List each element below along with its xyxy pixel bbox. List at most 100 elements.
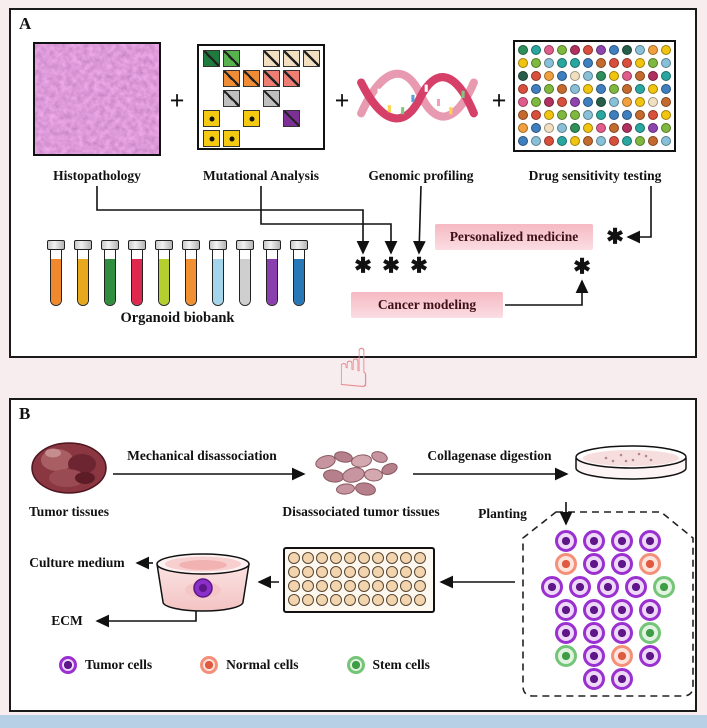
stem-cell [639, 622, 661, 644]
plate-well [386, 552, 398, 564]
tumor-tissue-image [31, 442, 107, 494]
plate-well [635, 110, 645, 120]
plate-well [386, 594, 398, 606]
plate-well [316, 594, 328, 606]
mutation-cell [243, 110, 260, 127]
plate-well [557, 123, 567, 133]
plate-well [635, 136, 645, 146]
plate-well [386, 566, 398, 578]
bottom-scrollbar[interactable] [0, 715, 707, 728]
organoid-tubes [47, 240, 308, 306]
plate-well [557, 97, 567, 107]
plate-well [635, 58, 645, 68]
plate-well [518, 110, 528, 120]
plate-well [583, 110, 593, 120]
mechanical-disassociation-label: Mechanical disassociation [127, 448, 277, 463]
tube-body [212, 250, 224, 306]
tumor-cell [583, 622, 605, 644]
asterisk: ✱ [410, 253, 428, 278]
plate-well [609, 45, 619, 55]
plate-well [635, 123, 645, 133]
plate-well [344, 566, 356, 578]
mutation-cell [223, 70, 240, 87]
tumor-tissues-label: Tumor tissues [29, 504, 109, 519]
stem-cell [653, 576, 675, 598]
tumor-cell [639, 645, 661, 667]
tumor-cell [541, 576, 563, 598]
plate-well [661, 58, 671, 68]
asterisk: ✱ [354, 253, 372, 278]
plate-well [609, 136, 619, 146]
plate-well [544, 58, 554, 68]
plate-well [344, 552, 356, 564]
tumor-cell [583, 553, 605, 575]
plate-well [531, 110, 541, 120]
tube-body [185, 250, 197, 306]
plate-well [358, 580, 370, 592]
plate-well [648, 84, 658, 94]
plate-well [302, 594, 314, 606]
plate-well [596, 58, 606, 68]
tube-cap [182, 240, 200, 250]
plate-well [531, 136, 541, 146]
legend-item-tumor: Tumor cells [59, 656, 152, 674]
plate-well [557, 84, 567, 94]
genomic-profiling-label: Genomic profiling [368, 168, 474, 183]
tumor-cell [583, 599, 605, 621]
plate-well [400, 566, 412, 578]
panel-b: B Tumor tissues Mechanical disassociatio… [9, 398, 697, 712]
plus-sign: + [491, 86, 507, 115]
plate-well [570, 110, 580, 120]
mutation-cell [223, 130, 240, 147]
plate-well [648, 45, 658, 55]
flask-cell-row [511, 622, 705, 644]
tube-cap [155, 240, 173, 250]
tube-cap [74, 240, 92, 250]
histopathology-label: Histopathology [53, 168, 141, 183]
plate-well [622, 97, 632, 107]
plate-well [661, 97, 671, 107]
plate-well [531, 84, 541, 94]
flask-cell-row [511, 668, 705, 690]
collagenase-digestion-label: Collagenase digestion [427, 448, 552, 463]
flask-cell-row [511, 599, 705, 621]
plate-well [544, 110, 554, 120]
tube-body [104, 250, 116, 306]
legend-label: Tumor cells [85, 657, 153, 672]
plate-well [570, 136, 580, 146]
plate-well [583, 84, 593, 94]
plate-well [648, 58, 658, 68]
tumor-cell [639, 599, 661, 621]
plate-well [557, 58, 567, 68]
legend-label: Normal cells [226, 657, 299, 672]
plate-well [531, 97, 541, 107]
plate-well [622, 136, 632, 146]
plate-well [330, 594, 342, 606]
plate-well [358, 566, 370, 578]
plate-well [544, 71, 554, 81]
plate-well [400, 552, 412, 564]
plate-well [288, 552, 300, 564]
normal-cell [639, 553, 661, 575]
tumor-cell [555, 599, 577, 621]
plate-well [609, 97, 619, 107]
plate-well [400, 580, 412, 592]
asterisk: ✱ [382, 253, 400, 278]
plate-well [288, 580, 300, 592]
tumor-cell [625, 576, 647, 598]
drug-plate-grid [513, 40, 676, 152]
dna-base-ticks [377, 84, 465, 115]
mutation-cell [283, 110, 300, 127]
plate-well [661, 71, 671, 81]
plate-well [518, 136, 528, 146]
test-tube [290, 240, 308, 306]
plate-well [531, 123, 541, 133]
tube-cap [290, 240, 308, 250]
plus-sign: + [169, 86, 185, 115]
mutation-cell [203, 130, 220, 147]
plate-well [302, 566, 314, 578]
plate-well [635, 45, 645, 55]
plate-well [635, 84, 645, 94]
plate-well [596, 71, 606, 81]
